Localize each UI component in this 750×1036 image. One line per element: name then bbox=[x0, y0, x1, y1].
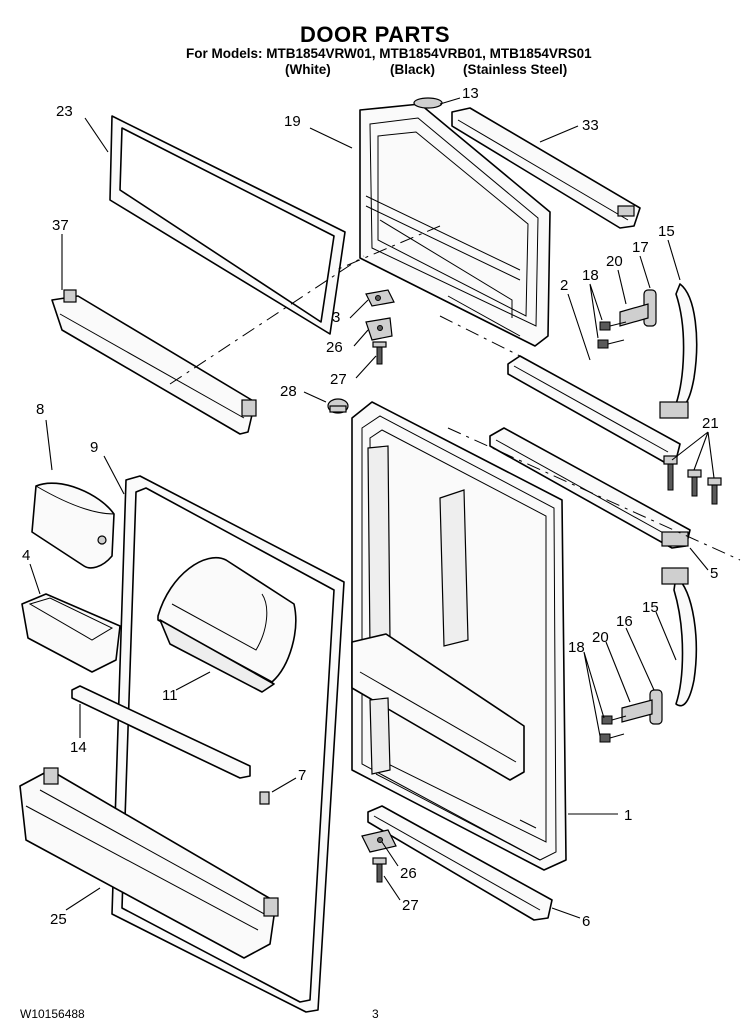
callout-9: 9 bbox=[90, 439, 98, 456]
callout-5: 5 bbox=[710, 565, 718, 582]
callout-labels: 23 19 13 33 37 15 17 20 18 2 3 26 27 28 … bbox=[22, 85, 719, 930]
freezer-door-handle bbox=[597, 283, 698, 419]
callout-20-lower: 20 bbox=[592, 629, 609, 646]
callout-33: 33 bbox=[582, 117, 599, 134]
callout-1: 1 bbox=[624, 807, 632, 824]
gallon-door-bin bbox=[19, 767, 279, 959]
variant-stainless: (Stainless Steel) bbox=[463, 62, 568, 77]
callout-16: 16 bbox=[616, 613, 633, 630]
callout-leaders bbox=[29, 97, 715, 919]
fresh-food-door-bottom-trim bbox=[367, 805, 553, 921]
callout-18-upper: 18 bbox=[582, 267, 599, 284]
callout-15-lower: 15 bbox=[642, 599, 659, 616]
callout-27-upper: 27 bbox=[330, 371, 347, 388]
callout-19: 19 bbox=[284, 113, 301, 130]
end-cap bbox=[259, 791, 270, 805]
callout-26-lower: 26 bbox=[400, 865, 417, 882]
callout-3: 3 bbox=[332, 309, 340, 326]
callout-26-upper: 26 bbox=[326, 339, 343, 356]
dairy-compartment-door bbox=[31, 482, 115, 569]
upper-center-hinge bbox=[365, 289, 395, 365]
callout-25: 25 bbox=[50, 911, 67, 928]
variant-black: (Black) bbox=[390, 62, 436, 77]
document-number: W10156488 bbox=[20, 1007, 85, 1021]
callout-6: 6 bbox=[582, 913, 590, 930]
fresh-food-door-handle bbox=[599, 567, 698, 743]
handle-mounting-screws bbox=[663, 455, 722, 505]
callout-18-lower: 18 bbox=[568, 639, 585, 656]
freezer-door-shelf bbox=[51, 289, 257, 435]
door-plug bbox=[413, 97, 443, 109]
fresh-food-door-top-trim bbox=[489, 427, 691, 549]
door-trim-strip bbox=[71, 685, 251, 779]
freezer-door-gasket bbox=[109, 115, 346, 335]
variant-white: (White) bbox=[285, 62, 331, 77]
page-number: 3 bbox=[372, 1007, 379, 1021]
callout-27-lower: 27 bbox=[402, 897, 419, 914]
callout-2: 2 bbox=[560, 277, 568, 294]
callout-23: 23 bbox=[56, 103, 73, 120]
callout-20-upper: 20 bbox=[606, 253, 623, 270]
callout-14: 14 bbox=[70, 739, 87, 756]
door-bin-with-cover bbox=[157, 557, 297, 693]
hinge-hole-plug bbox=[327, 398, 349, 414]
callout-11: 11 bbox=[162, 687, 178, 704]
callout-15-upper: 15 bbox=[658, 223, 675, 240]
fresh-food-door bbox=[351, 401, 567, 871]
callout-7: 7 bbox=[298, 767, 306, 784]
page-title: DOOR PARTS bbox=[299, 22, 451, 47]
callout-37: 37 bbox=[52, 217, 69, 234]
models-line: For Models: MTB1854VRW01, MTB1854VRB01, … bbox=[186, 46, 592, 61]
dairy-compartment-bin bbox=[21, 593, 121, 673]
callout-13: 13 bbox=[462, 85, 479, 102]
callout-8: 8 bbox=[36, 401, 44, 418]
lower-hinge bbox=[361, 829, 397, 883]
callout-28: 28 bbox=[280, 383, 297, 400]
callout-17: 17 bbox=[632, 239, 649, 256]
callout-21: 21 bbox=[702, 415, 719, 432]
freezer-door-top-trim bbox=[451, 107, 641, 229]
callout-4: 4 bbox=[22, 547, 30, 564]
